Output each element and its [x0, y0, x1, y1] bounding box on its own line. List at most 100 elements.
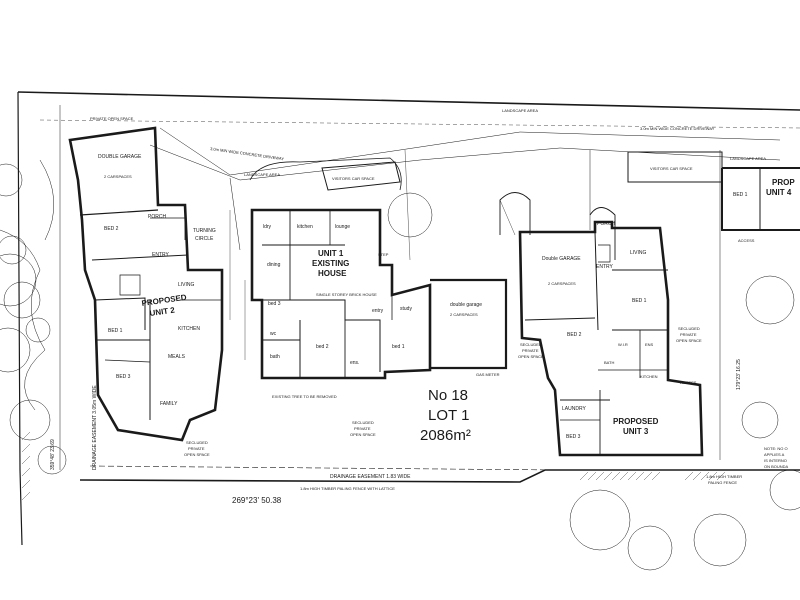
u1-lounge: lounge [335, 224, 350, 230]
label-access-u4: ACCESS [738, 238, 755, 243]
label-turning-circle-2: CIRCLE [195, 236, 214, 242]
unit2-building [68, 126, 224, 442]
label-fence-right-1: 1.8m HIGH TIMBER [706, 474, 742, 479]
u1-kitchen: kitchen [297, 224, 313, 230]
label-fence-bottom: 1.8m HIGH TIMBER PALING FENCE WITH LATTI… [300, 486, 395, 491]
label-secluded-u3-2: PRIVATE [522, 348, 539, 353]
u2-carspaces: 2 CARSPACES [104, 174, 132, 179]
u4-bed1: BED 1 [733, 192, 748, 198]
unit3-title-line2: UNIT 3 [623, 427, 649, 436]
u1-garage: double garage [450, 302, 482, 308]
u2-porch: PORCH [148, 214, 166, 220]
label-visitors-car-left: VISITORS CAR SPACE [332, 176, 375, 181]
label-driveway-right: 3.0m MIN WIDE CONCRETE DRIVEWAY [640, 126, 715, 131]
u3-bath: BATH [604, 360, 614, 365]
label-secluded-right-3: OPEN SPACE [676, 338, 702, 343]
unit1-building [250, 208, 508, 380]
u1-garage-sub: 2 CARSPACES [450, 312, 478, 317]
unit4-title-line1: PROP [772, 178, 795, 187]
unit2-title-line1: PROPOSED [141, 293, 187, 308]
visitor-car-spaces [321, 151, 723, 191]
unit1-title-line3: HOUSE [318, 269, 347, 278]
u2-family: FAMILY [160, 401, 178, 407]
label-secluded-right-1: SECLUDED [678, 326, 700, 331]
unit1-title-line1: UNIT 1 [318, 249, 344, 258]
u3-bed2: BED 2 [567, 332, 582, 338]
u3-double-garage: Double GARAGE [542, 256, 581, 262]
label-existing-tree: EXISTING TREE TO BE REMOVED [272, 394, 337, 399]
label-driveway-left: 3.0m MIN WIDE CONCRETE DRIVEWAY [210, 146, 285, 161]
u3-porch: PORCH [597, 221, 615, 227]
label-private-open-space-top: PRIVATE OPEN SPACE [90, 116, 134, 121]
label-secluded-u3-1: SECLUDED [520, 342, 542, 347]
u3-living: LIVING [630, 250, 647, 256]
u1-bed2: bed 2 [316, 344, 329, 350]
lot-number: No 18 [428, 387, 468, 404]
label-turning-circle-1: TURNING [193, 228, 216, 234]
note-line1: NOTE: NO O [764, 446, 788, 451]
u2-bed1: BED 1 [108, 328, 123, 334]
u3-carspaces: 2 CARSPACES [548, 281, 576, 286]
u3-wir: W.I.R [618, 342, 628, 347]
label-fence-right-2: PALING FENCE [708, 480, 737, 485]
unit2-title-line2: UNIT 2 [149, 305, 176, 318]
u1-bed1: bed 1 [392, 344, 405, 350]
tree-symbols [0, 159, 800, 571]
label-gas-meter: GAS METER [476, 372, 500, 377]
label-step: STEP [378, 252, 389, 257]
unit4-title-line2: UNIT 4 [766, 188, 792, 197]
u2-meals: MEALS [168, 354, 186, 360]
unit1-note: SINGLE STOREY BRICK HOUSE [316, 292, 377, 297]
note-line3: IS INTERNO [764, 458, 787, 463]
unit4-building [721, 167, 800, 231]
label-visitors-car-right: VISITORS CAR SPACE [650, 166, 693, 171]
label-landscape-area-right: LANDSCAPE AREA [730, 156, 766, 161]
label-landscape-area-top: LANDSCAPE AREA [502, 108, 538, 113]
unit1-title-line2: EXISTING [312, 259, 349, 268]
label-secluded-u3-3: OPEN SPACE [518, 354, 544, 359]
label-secluded-right-2: PRIVATE [680, 332, 697, 337]
label-boundary-bottom: 269°23' 50.38 [232, 496, 282, 505]
u2-kitchen: KITCHEN [178, 326, 200, 332]
note-line2: APPLIES A [764, 452, 785, 457]
label-landscape-area-mid: LANDSCAPE AREA [244, 172, 280, 177]
label-secluded-center-2: PRIVATE [354, 426, 371, 431]
lot-label: LOT 1 [428, 407, 469, 424]
u2-bed3: BED 3 [116, 374, 131, 380]
u2-bed2: BED 2 [104, 226, 119, 232]
u1-entry: entry [372, 308, 384, 314]
label-secluded-center-3: OPEN SPACE [350, 432, 376, 437]
label-boundary-left: 359°48' 23.69 [50, 439, 56, 470]
u2-entry: ENTRY [152, 252, 170, 258]
u3-bed1: BED 1 [632, 298, 647, 304]
label-access-u3: ACCESS [680, 380, 697, 385]
u1-bed3: bed 3 [268, 301, 281, 307]
label-secluded-u2-2: PRIVATE [188, 446, 205, 451]
u3-entry: ENTRY [596, 264, 614, 270]
note-line4: ON BOUNDA [764, 464, 789, 469]
label-boundary-right: 179°23' 16.25 [736, 359, 742, 390]
u1-bath: bath [270, 354, 280, 360]
u1-ldry: ldry [263, 224, 272, 230]
label-drainage-left: DRAINAGE EASEMENT 3.05m WIDE [92, 385, 98, 470]
boundary-hatch [21, 431, 726, 501]
u2-double-garage: DOUBLE GARAGE [98, 154, 142, 160]
u3-ens: ENS [645, 342, 654, 347]
unit3-title-line1: PROPOSED [613, 417, 659, 426]
u1-ens: ens. [350, 360, 359, 366]
u2-living: LIVING [178, 282, 195, 288]
label-secluded-center-1: SECLUDED [352, 420, 374, 425]
label-secluded-u2-3: OPEN SPACE [184, 452, 210, 457]
u3-laundry: LAUNDRY [562, 406, 586, 412]
site-boundary [17, 91, 800, 546]
label-drainage-bottom: DRAINAGE EASEMENT 1.83 WIDE [330, 474, 411, 480]
u3-kitchen: KITCHEN [640, 374, 658, 379]
u1-dining: dining [267, 262, 281, 268]
unit3-building [518, 220, 704, 457]
u1-study: study [400, 306, 412, 312]
label-secluded-u2-1: SECLUDED [186, 440, 208, 445]
lot-area: 2086m² [420, 427, 471, 444]
u3-bed3: BED 3 [566, 434, 581, 440]
u1-wc: wc [270, 331, 277, 337]
